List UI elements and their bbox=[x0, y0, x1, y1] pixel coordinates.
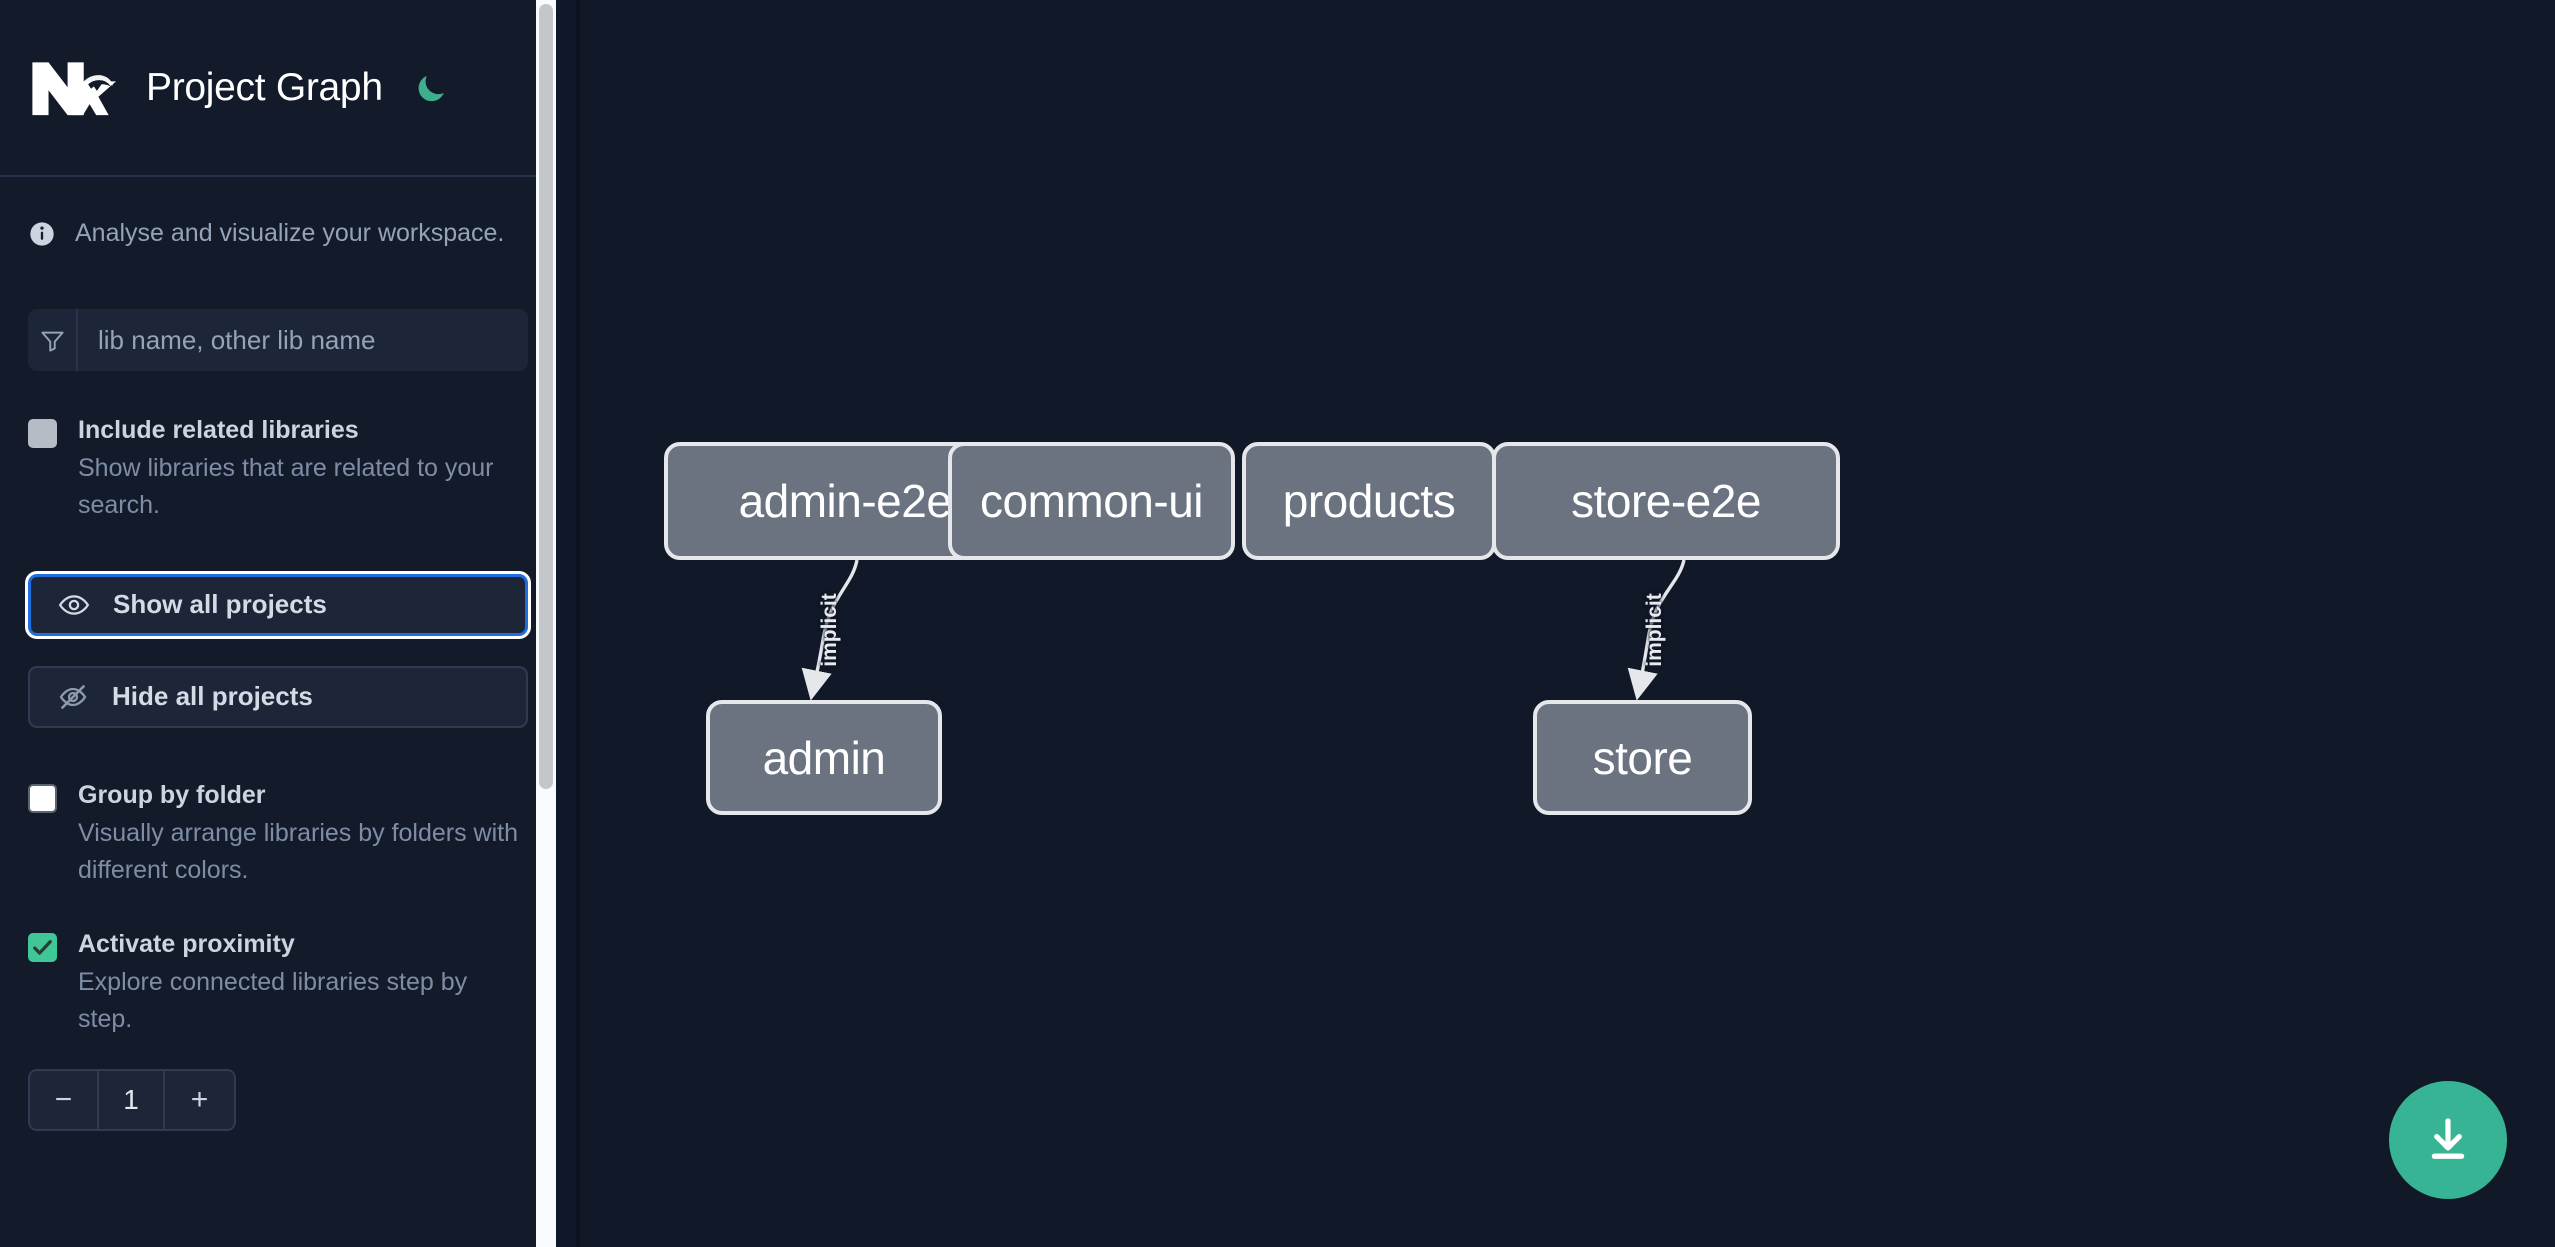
search-input[interactable] bbox=[78, 309, 528, 371]
search-input-wrapper[interactable] bbox=[28, 309, 528, 371]
workspace-subtitle: Analyse and visualize your workspace. bbox=[75, 219, 505, 247]
edge-label-implicit-admin: implicit bbox=[817, 593, 841, 667]
proximity-decrement-button[interactable]: − bbox=[30, 1071, 99, 1130]
eye-icon bbox=[57, 588, 91, 622]
proximity-stepper[interactable]: − 1 + bbox=[28, 1069, 236, 1132]
node-label: store bbox=[1592, 731, 1693, 784]
moon-icon[interactable] bbox=[409, 66, 453, 110]
group-by-folder-checkbox[interactable] bbox=[28, 783, 57, 813]
include-related-libraries-checkbox[interactable] bbox=[28, 419, 57, 448]
sidebar-header: Project Graph bbox=[0, 0, 556, 177]
option-description: Show libraries that are related to your … bbox=[78, 454, 494, 519]
graph-node-store-e2e[interactable]: store-e2e bbox=[1492, 442, 1840, 560]
eye-off-icon bbox=[56, 680, 90, 714]
hide-all-projects-label: Hide all projects bbox=[112, 681, 313, 712]
nx-logo-icon bbox=[28, 55, 116, 121]
sidebar-divider bbox=[576, 0, 580, 1247]
graph-node-products[interactable]: products bbox=[1242, 442, 1496, 560]
option-label: Group by folder bbox=[78, 780, 266, 809]
option-description: Visually arrange libraries by folders wi… bbox=[78, 819, 519, 884]
activate-proximity-checkbox[interactable] bbox=[28, 932, 57, 962]
sidebar-scrollbar-thumb[interactable] bbox=[539, 4, 553, 789]
option-description: Explore connected libraries step by step… bbox=[78, 967, 468, 1033]
option-label: Include related libraries bbox=[78, 416, 359, 444]
download-button[interactable] bbox=[2389, 1081, 2507, 1199]
proximity-value: 1 bbox=[99, 1071, 165, 1130]
graph-edges bbox=[801, 559, 1686, 701]
edge-admin-e2e-to-admin bbox=[801, 559, 859, 701]
page-title: Project Graph bbox=[146, 65, 383, 109]
edge-label-implicit-store: implicit bbox=[1642, 593, 1666, 667]
option-activate-proximity[interactable]: Activate proximity Explore connected lib… bbox=[0, 929, 556, 1038]
node-label: admin bbox=[762, 731, 886, 784]
graph-canvas[interactable]: admin-e2e common-ui products store-e2e a… bbox=[580, 0, 2555, 1247]
node-label: admin-e2e bbox=[738, 475, 952, 527]
show-all-projects-button[interactable]: Show all projects bbox=[28, 573, 528, 636]
graph-node-common-ui[interactable]: common-ui bbox=[948, 442, 1235, 560]
download-icon bbox=[2431, 1118, 2465, 1159]
option-include-related-libraries[interactable]: Include related libraries Show libraries… bbox=[0, 415, 556, 524]
option-group-by-folder[interactable]: Group by folder Visually arrange librari… bbox=[0, 780, 556, 889]
workspace-subtitle-row: Analyse and visualize your workspace. bbox=[0, 177, 556, 248]
graph-node-admin[interactable]: admin bbox=[706, 700, 942, 815]
proximity-increment-button[interactable]: + bbox=[190, 1083, 209, 1117]
edge-store-e2e-to-store bbox=[1627, 559, 1686, 701]
node-label: store-e2e bbox=[1571, 475, 1761, 527]
node-label: products bbox=[1282, 475, 1456, 527]
hide-all-projects-button[interactable]: Hide all projects bbox=[28, 665, 528, 728]
info-icon bbox=[28, 220, 56, 248]
sidebar-scrollbar-track[interactable] bbox=[536, 0, 556, 1247]
filter-icon bbox=[28, 309, 78, 371]
show-all-projects-label: Show all projects bbox=[113, 589, 327, 620]
node-label: common-ui bbox=[979, 475, 1204, 527]
sidebar: Project Graph Analyse and visualize yo bbox=[0, 0, 556, 1247]
graph-node-store[interactable]: store bbox=[1533, 700, 1752, 815]
option-label: Activate proximity bbox=[78, 929, 295, 958]
